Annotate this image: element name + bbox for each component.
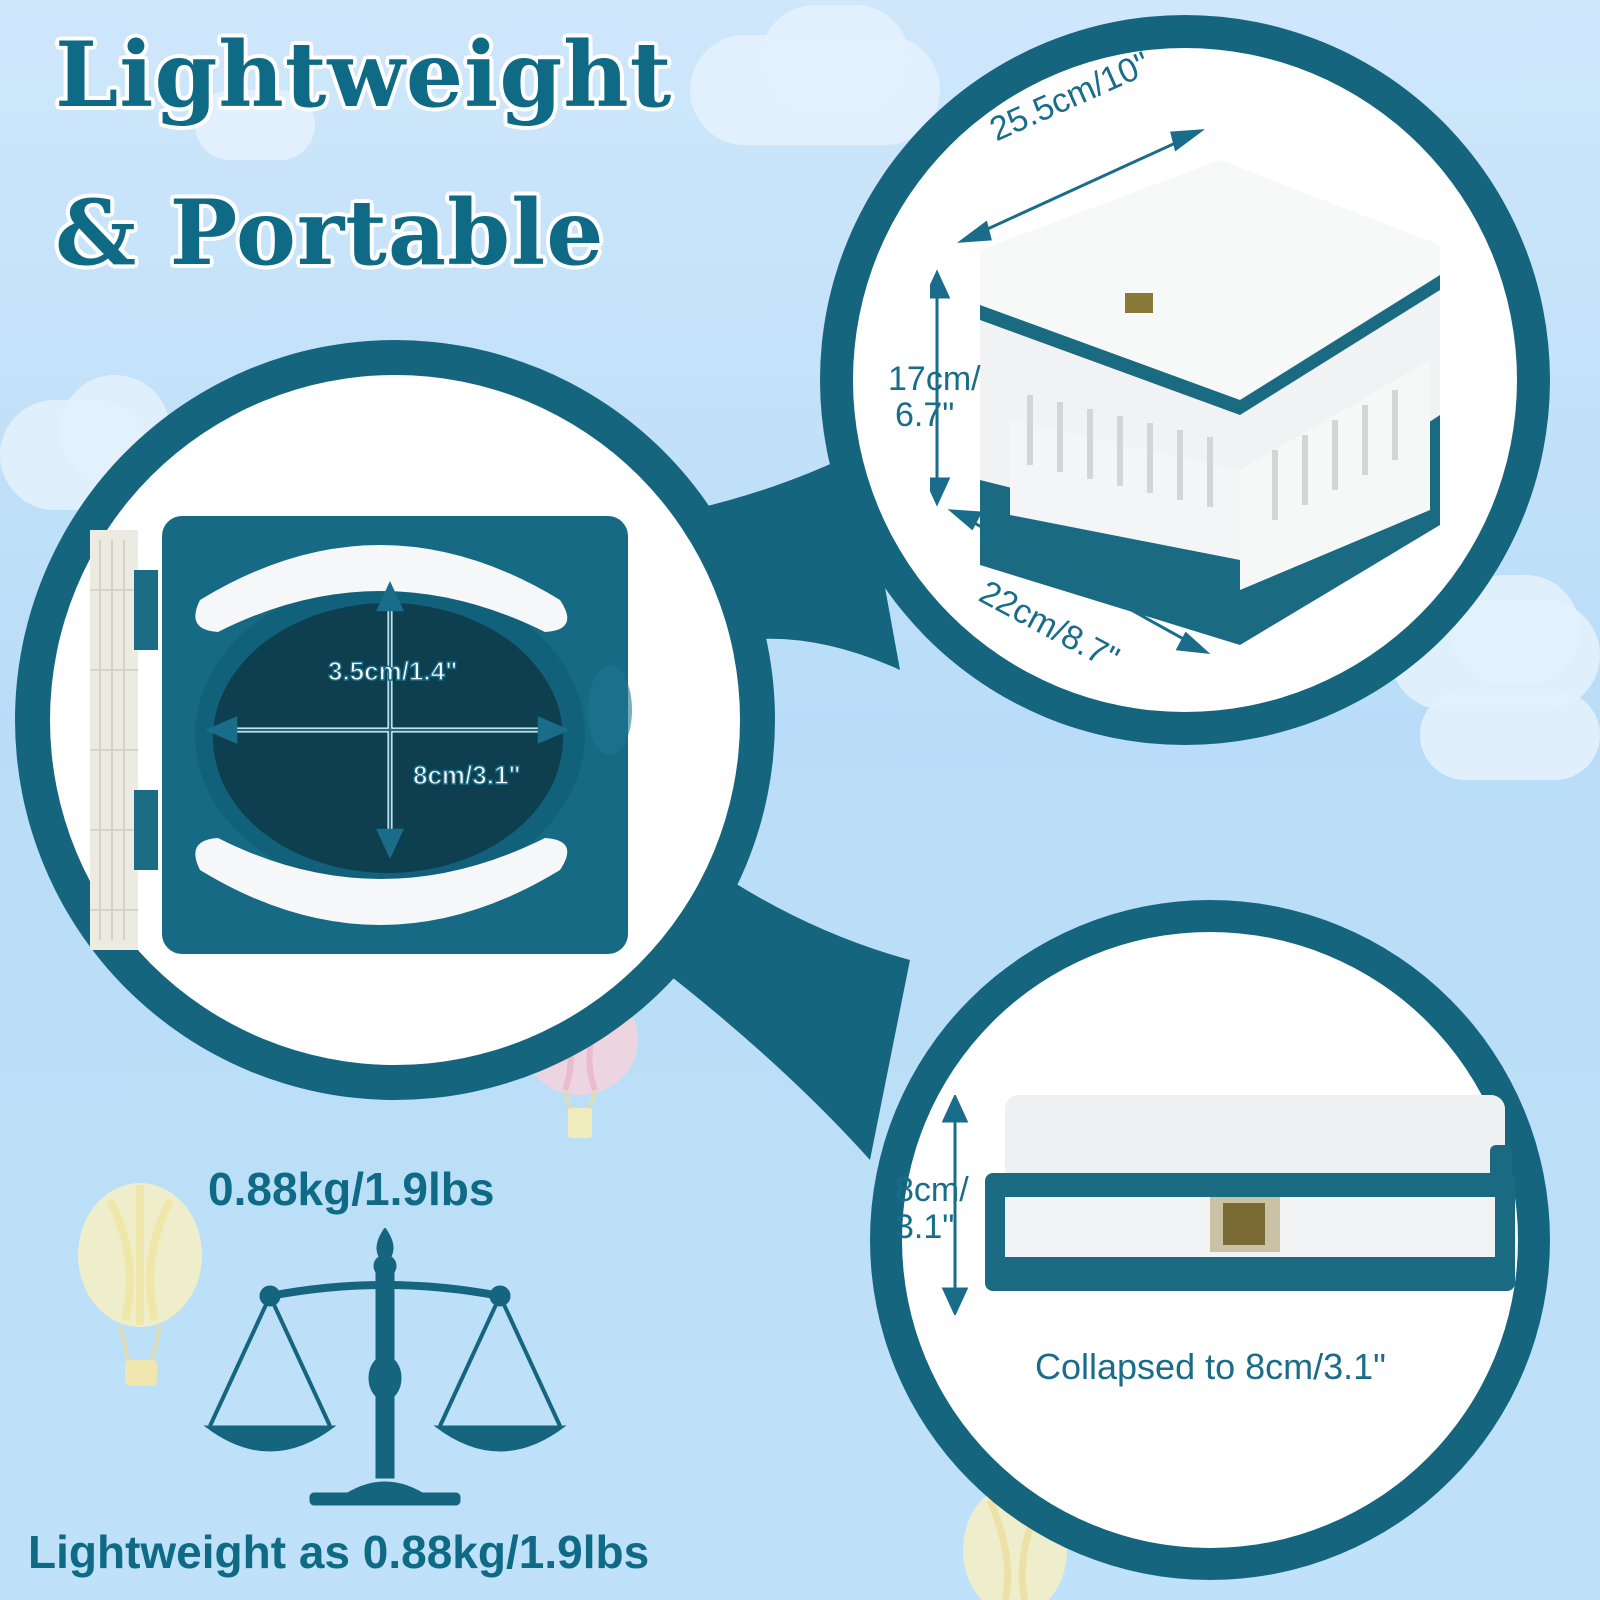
collapsed-height-label-line-1: 8cm/ <box>895 1171 969 1209</box>
collapsed-caption: Collapsed to 8cm/3.1" <box>1035 1346 1386 1387</box>
weight-value: 0.88kg/1.9lbs <box>208 1163 495 1215</box>
collapsed-height-arrow <box>941 1095 969 1315</box>
potty-seat-top-view-image <box>90 516 632 954</box>
collapsed-height-label-line-2: 3.1" <box>895 1208 955 1246</box>
hot-air-balloon-icon <box>78 1183 202 1386</box>
balance-scale-icon <box>203 1228 567 1506</box>
headline-line-2: & Portable <box>55 180 605 286</box>
box-height-label-line-1: 17cm/ <box>888 360 981 398</box>
weight-caption: Lightweight as 0.88kg/1.9lbs <box>28 1526 650 1578</box>
headline-line-1: Lightweight <box>55 22 673 128</box>
inner-width-label: 8cm/3.1" <box>412 759 521 790</box>
collapsed-potty-image <box>985 1095 1515 1291</box>
box-dimension-arrows <box>930 129 1211 654</box>
box-height-label-line-2: 6.7" <box>895 396 955 434</box>
inner-depth-label: 3.5cm/1.4" <box>327 655 458 686</box>
assembled-potty-box-image <box>980 160 1440 645</box>
